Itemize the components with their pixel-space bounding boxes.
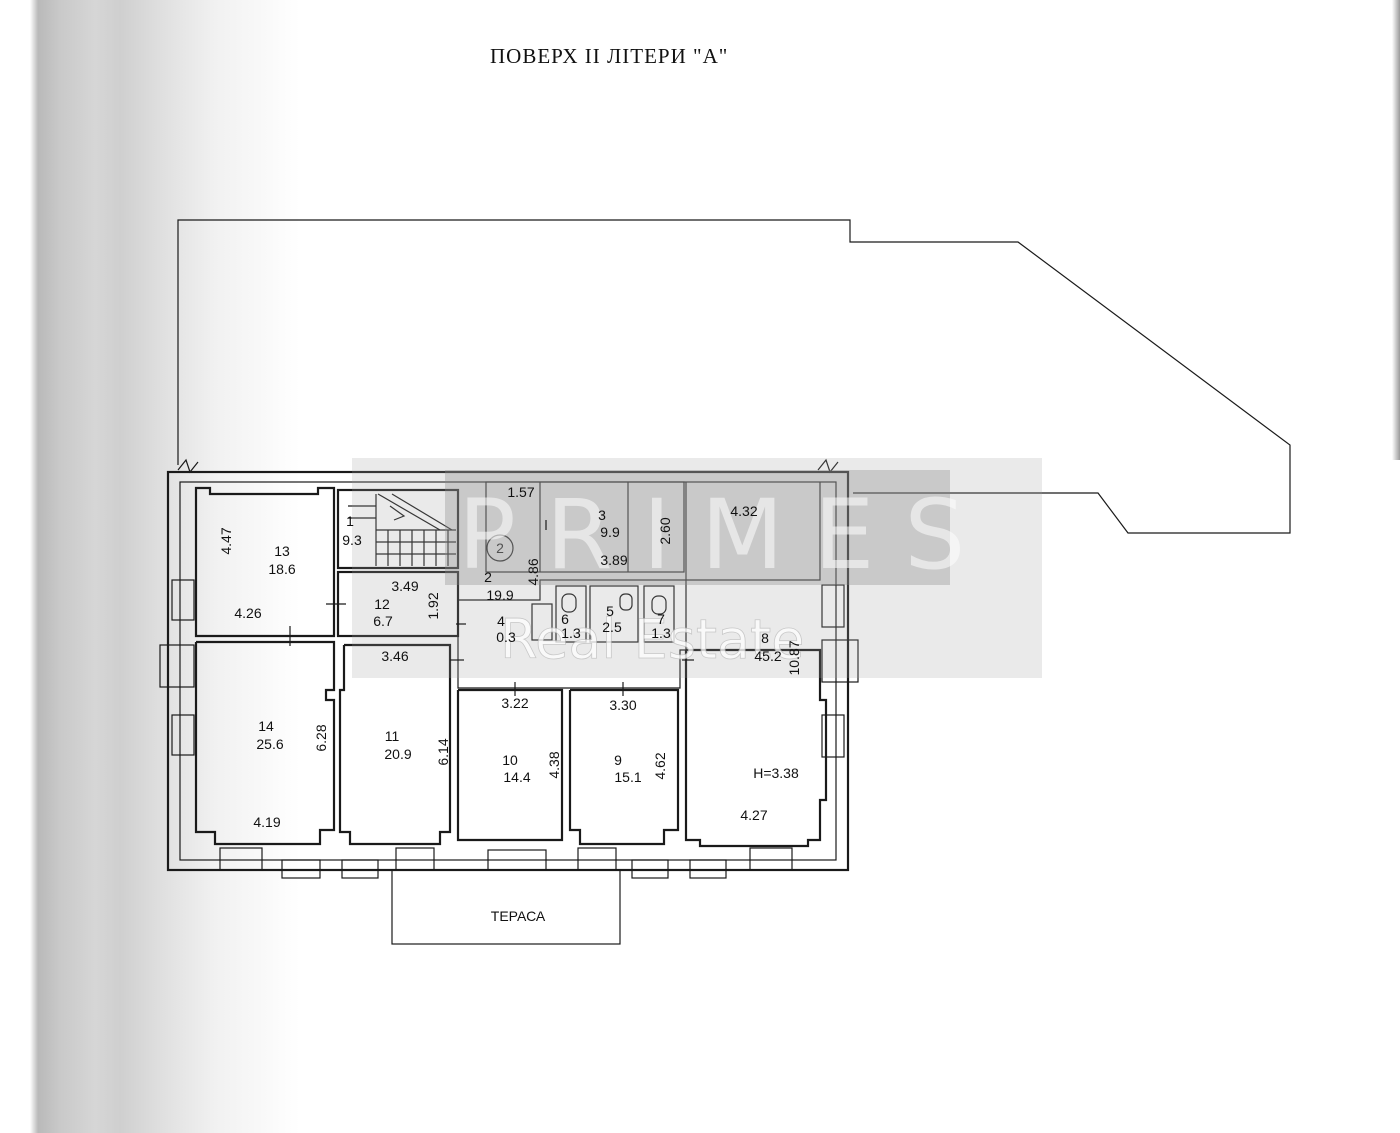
room-9-walls [568, 688, 680, 846]
room-13-walls [194, 486, 336, 638]
wc-5 [589, 585, 639, 643]
adjacent-outline [177, 219, 1291, 534]
room-3-area: 9.9 [600, 524, 620, 540]
dim-1-57: 1.57 [507, 484, 534, 500]
room-7-number: 7 [657, 611, 665, 627]
dim-2-60: 2.60 [657, 517, 673, 544]
room-1-walls [336, 488, 460, 570]
dim-4-26: 4.26 [234, 605, 261, 621]
room-10-walls [456, 688, 564, 842]
windows-side [159, 579, 859, 758]
toilet-5 [619, 593, 633, 611]
dim-10-87: 10.87 [786, 640, 802, 675]
dim-6-14: 6.14 [435, 738, 451, 765]
wc-7 [643, 585, 675, 643]
room-3-number: 3 [598, 507, 606, 523]
dim-3-49: 3.49 [391, 578, 418, 594]
room-8-walls [684, 648, 828, 848]
toilet-6 [561, 593, 577, 613]
dim-1-92: 1.92 [425, 592, 441, 619]
room-12-number: 12 [374, 596, 390, 612]
room-4-number: 4 [497, 613, 505, 629]
room-8-area: 45.2 [754, 648, 781, 664]
dim-4-47: 4.47 [218, 527, 234, 554]
dim-3-46: 3.46 [381, 648, 408, 664]
svg-text:Real Estate: Real Estate [500, 608, 805, 671]
room-10-number: 10 [502, 752, 518, 768]
room-11-walls [338, 643, 452, 846]
dim-4-19: 4.19 [253, 814, 280, 830]
stair-marker-label: 2 [496, 540, 504, 556]
room-12-area: 6.7 [373, 613, 393, 629]
room-6-area: 1.3 [561, 625, 581, 641]
break-mark-left [177, 458, 199, 474]
room-13-area: 18.6 [268, 561, 295, 577]
room-5-area: 2.5 [602, 619, 622, 635]
room-7-area: 1.3 [651, 625, 671, 641]
dim-6-28: 6.28 [313, 724, 329, 751]
dim-3-30: 3.30 [609, 697, 636, 713]
room-14-area: 25.6 [256, 736, 283, 752]
room-11-area: 20.9 [384, 746, 411, 762]
dim-4-62: 4.62 [652, 752, 668, 779]
wc-6 [555, 585, 587, 643]
break-mark-right [817, 458, 839, 474]
room-8-upper [685, 482, 821, 581]
stair-marker [486, 534, 514, 562]
door-marks [289, 520, 694, 696]
room-10-area: 14.4 [503, 769, 530, 785]
watermark: PRIMES Real Estate [352, 458, 1042, 678]
terrace-label: ТЕРАСА [491, 908, 546, 924]
room-14-number: 14 [258, 718, 274, 734]
height-note: H=3.38 [753, 765, 799, 781]
room-1-area: 9.3 [342, 532, 362, 548]
room-4-area: 0.3 [496, 629, 516, 645]
room-8-number: 8 [761, 630, 769, 646]
room-11-number: 11 [385, 728, 400, 744]
room-13-number: 13 [274, 543, 290, 559]
room-9-area: 15.1 [614, 769, 641, 785]
dim-4-38: 4.38 [546, 751, 562, 778]
dim-4-27: 4.27 [740, 807, 767, 823]
room-9-number: 9 [614, 752, 622, 768]
room-2-area: 19.9 [486, 587, 513, 603]
room-2-walls [457, 579, 687, 689]
scan-shadow [0, 0, 300, 1133]
windows-bottom [219, 847, 793, 879]
room-6-number: 6 [561, 611, 569, 627]
room-4-walls [531, 603, 553, 641]
svg-text:PRIMES: PRIMES [458, 479, 995, 591]
room-5-number: 5 [606, 603, 614, 619]
room-14-walls [194, 640, 336, 846]
scan-edge [1392, 0, 1400, 460]
toilet-7 [651, 595, 667, 615]
dim-4-86: 4.86 [525, 558, 541, 585]
terrace-outline [391, 869, 621, 945]
room-1-number: 1 [346, 513, 354, 529]
staircase [348, 493, 456, 566]
room-3-walls [485, 481, 685, 573]
page-title: ПОВЕРХ II ЛІТЕРИ "А" [490, 44, 729, 68]
room-2-number: 2 [484, 569, 492, 585]
dim-3-89: 3.89 [600, 552, 627, 568]
dim-3-22: 3.22 [501, 695, 528, 711]
dim-4-32: 4.32 [730, 503, 757, 519]
